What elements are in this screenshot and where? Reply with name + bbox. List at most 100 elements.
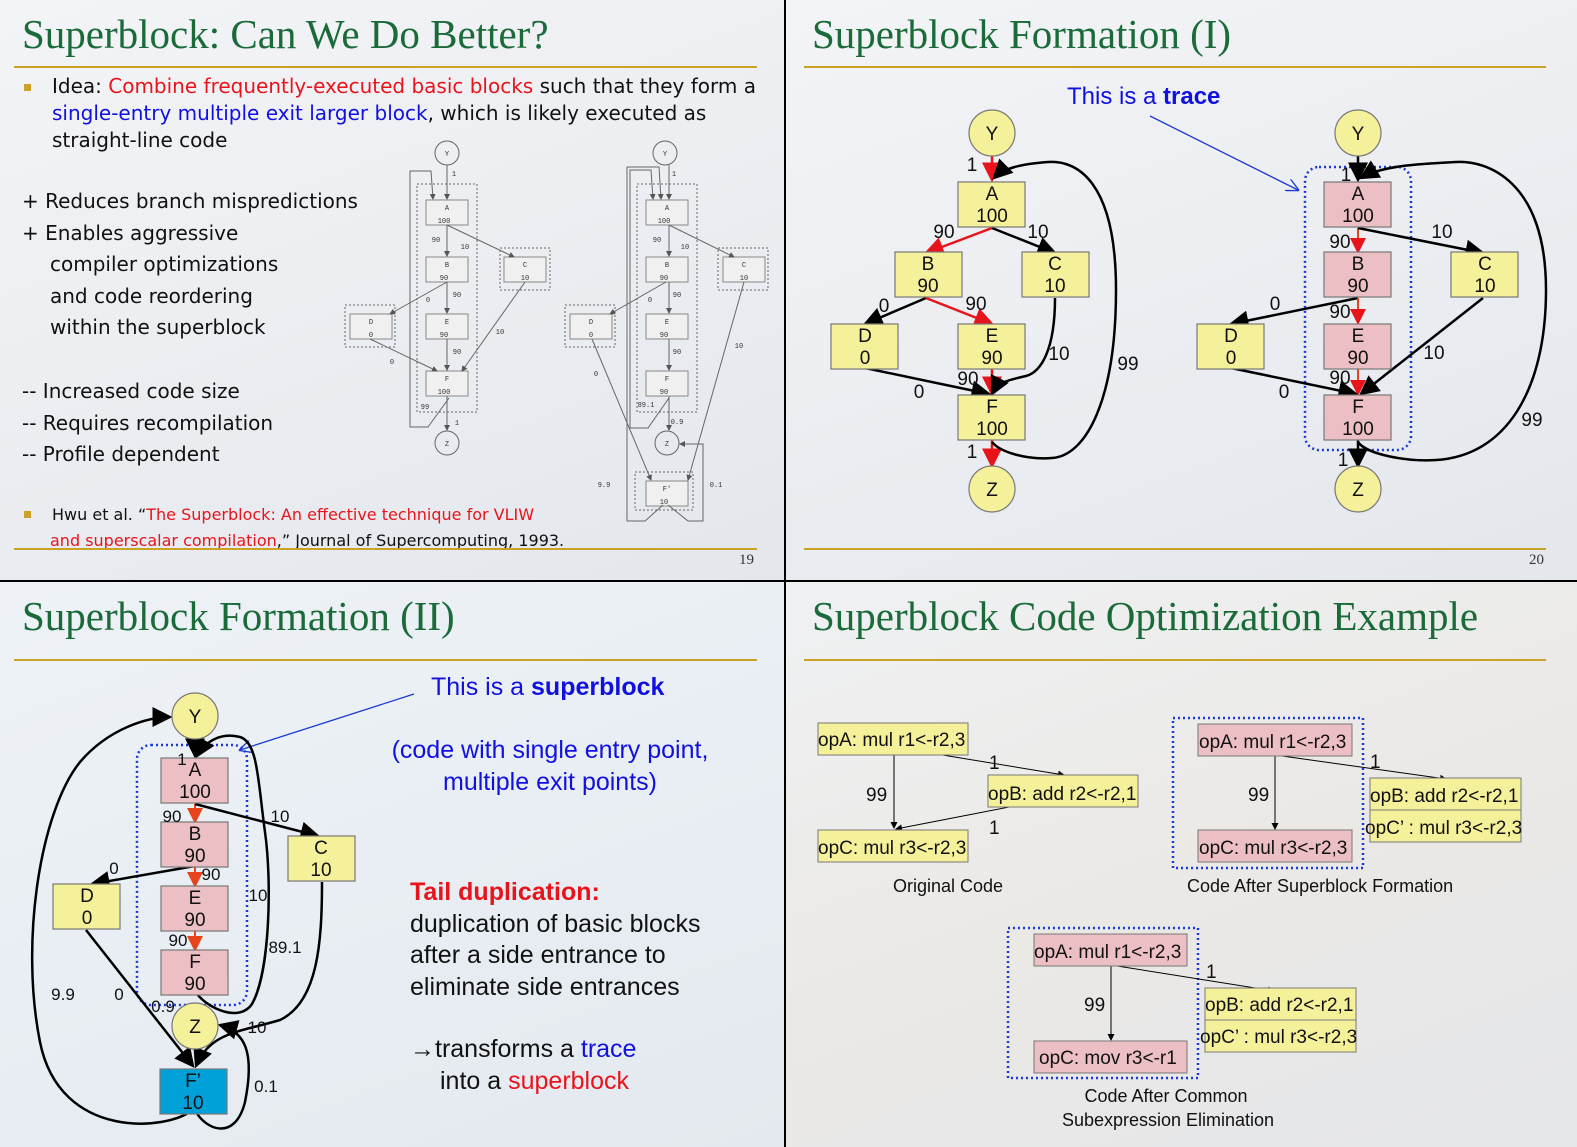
slide-21: Superblock Formation (II) This is a supe… xyxy=(0,582,784,1147)
edge-label: 90 xyxy=(1329,232,1350,253)
node-label: B xyxy=(922,254,935,275)
node-count: 0 xyxy=(1226,348,1237,369)
node-f xyxy=(425,370,469,397)
op-a-box xyxy=(1197,723,1353,757)
edge-label: 10 xyxy=(496,329,504,337)
bullet-icon xyxy=(24,84,31,91)
edge-label: 0 xyxy=(1270,294,1281,315)
node-count: 100 xyxy=(1342,419,1374,440)
edge-c-fprime xyxy=(193,881,324,1069)
edge-label: 9.9 xyxy=(598,482,611,490)
trace-cfg: Y A 100 B 90 C 10 D 0 E 90 F 100 Z 1 90 … xyxy=(830,109,1548,513)
tail-line: duplication of basic blocks xyxy=(410,909,701,938)
slide-20: Superblock Formation (I) This is a trace… xyxy=(786,0,1577,580)
edge-label: 1 xyxy=(967,155,978,176)
node-label: E xyxy=(445,319,449,327)
tail-duplication-text: Tail duplication: duplication of basic b… xyxy=(410,877,700,1003)
edge-b-d xyxy=(862,296,927,327)
op-a-text: opA: mul r1<-r2,3 xyxy=(818,730,965,751)
edge-label: 10 xyxy=(1431,222,1452,243)
op-b-text: opB: add r2<-r2,1 xyxy=(988,784,1136,805)
edge-label: 90 xyxy=(957,369,978,390)
edge-f-a-loop xyxy=(991,158,1118,460)
node-label: D xyxy=(858,326,872,347)
transform-superblock: superblock xyxy=(508,1066,630,1095)
node-a xyxy=(160,757,229,804)
node-count: 90 xyxy=(660,389,668,397)
transform-part: transforms a xyxy=(435,1035,581,1063)
node-e xyxy=(160,885,229,932)
idea-prefix: Idea: xyxy=(52,74,109,98)
node-a xyxy=(957,181,1026,228)
op-b-text: opB: add r2<-r2,1 xyxy=(1370,786,1518,807)
edge-label: 1 xyxy=(989,753,1000,774)
superblock-definition: (code with single entry point, multiple … xyxy=(380,734,720,798)
node-count: 0 xyxy=(82,908,93,929)
edge-a-c xyxy=(991,226,1058,256)
edge-label: 10 xyxy=(249,886,268,905)
op-cprime-text: opC’ : mul r3<-r2,3 xyxy=(1365,818,1522,839)
pro-item: within the superblock xyxy=(50,315,266,339)
cfg-small-before: Y A 100 B 90 C 10 D 0 E 90 F 100 Z 1 90 … xyxy=(344,140,769,522)
node-e xyxy=(1323,323,1392,370)
edge-label: 1 xyxy=(177,750,186,769)
node-count: 10 xyxy=(521,275,529,283)
callout-bold: superblock xyxy=(531,673,665,701)
node-label: Z xyxy=(1352,480,1364,501)
caption: Subexpression Elimination xyxy=(1062,1110,1274,1130)
node-count: 90 xyxy=(917,276,938,297)
slide-22: Superblock Code Optimization Example opA… xyxy=(786,582,1577,1147)
edge-b-d xyxy=(89,864,196,891)
node-label: E xyxy=(665,319,669,327)
op-c-text: opC: mul r3<-r2,3 xyxy=(1199,838,1347,859)
slide-19: Superblock: Can We Do Better? Idea: Comb… xyxy=(0,0,784,580)
node-a xyxy=(1323,181,1392,228)
edge-f-a-loop xyxy=(1356,160,1548,462)
edge-label: 90 xyxy=(1329,368,1350,389)
node-label: Y xyxy=(986,124,999,145)
node-label: C xyxy=(1478,254,1492,275)
slide-title: Superblock Formation (I) xyxy=(812,11,1232,57)
node-label: B xyxy=(189,824,202,845)
idea-mid: such that they form a xyxy=(533,74,756,98)
edge-label: 0 xyxy=(1279,382,1290,403)
node-b xyxy=(425,256,469,283)
edge-label: 89.1 xyxy=(638,402,655,410)
c-outline xyxy=(717,247,769,291)
node-count: 100 xyxy=(1342,206,1374,227)
node-count: 0 xyxy=(589,332,593,340)
fprime-outline xyxy=(634,471,694,511)
op-a-box xyxy=(1033,933,1188,967)
edge-label: 1 xyxy=(989,818,1000,839)
edge-label: 1 xyxy=(1206,962,1217,983)
node-label: F’ xyxy=(185,1071,201,1092)
node-label: D xyxy=(80,886,94,907)
node-label: Z xyxy=(445,441,449,449)
tail-heading: Tail duplication: xyxy=(410,878,600,906)
edge-label: 0.9 xyxy=(151,997,175,1016)
node-f xyxy=(1323,394,1392,441)
edge-label: 99 xyxy=(1084,995,1105,1016)
node-label: A xyxy=(445,205,450,213)
pros-list: + Reduces branch mispredictions + Enable… xyxy=(22,186,358,344)
pro-item: compiler optimizations xyxy=(50,252,279,276)
edge-b-e xyxy=(925,296,995,327)
con-item: -- Profile dependent xyxy=(22,442,220,466)
slide-title: Superblock: Can We Do Better? xyxy=(22,11,549,57)
edge-label: 10 xyxy=(271,807,290,826)
callout-prefix: This is a xyxy=(1067,83,1164,110)
node-label: A xyxy=(665,205,670,213)
node-d xyxy=(52,883,121,930)
page-number: 20 xyxy=(1529,552,1544,568)
node-y xyxy=(652,140,678,166)
tail-line: after a side entrance to xyxy=(410,941,666,969)
superblock-callout: This is a superblock xyxy=(431,673,664,702)
edge-b-d xyxy=(1228,296,1359,331)
superblock-outline xyxy=(1171,716,1365,870)
node-y xyxy=(968,109,1016,157)
edge-label: 90 xyxy=(163,807,182,826)
node-label: F xyxy=(1352,397,1364,418)
node-b xyxy=(1323,251,1392,298)
node-count: 0 xyxy=(369,332,373,340)
edge-label: 90 xyxy=(432,237,440,245)
